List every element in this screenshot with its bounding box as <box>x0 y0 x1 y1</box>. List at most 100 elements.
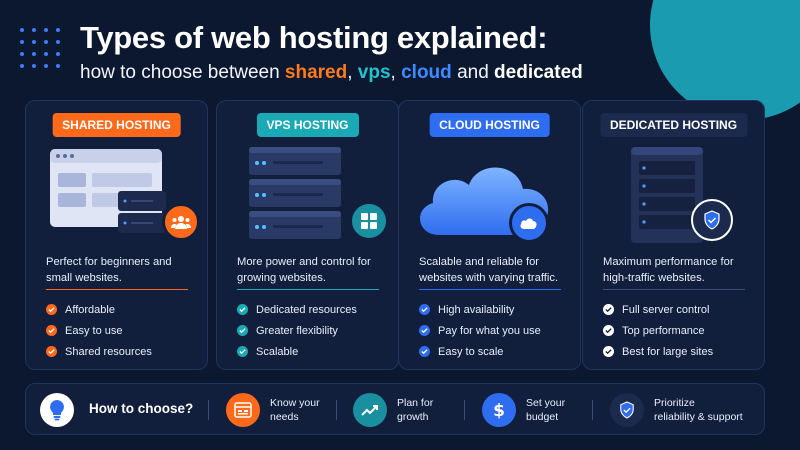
feature-item: Full server control <box>603 299 713 320</box>
step-label-line1: Plan for <box>397 397 434 409</box>
card-vps-hosting: VPS HOSTING <box>216 100 399 370</box>
feature-list: Dedicated resources Greater flexibility … <box>237 299 357 362</box>
card-divider <box>419 289 561 290</box>
check-icon <box>419 346 430 357</box>
step-label-line2: needs <box>270 411 299 423</box>
feature-item: Top performance <box>603 320 713 341</box>
vps-hosting-illustration <box>217 143 400 253</box>
step-label: Set your budget <box>526 396 565 424</box>
feature-list: High availability Pay for what you use E… <box>419 299 541 362</box>
badge-vps-hosting: VPS HOSTING <box>256 113 359 137</box>
step-prioritize-reliability: Prioritize reliability & support <box>610 393 743 427</box>
step-set-budget: $ Set your budget <box>482 393 565 427</box>
feature-list: Affordable Easy to use Shared resources <box>46 299 152 362</box>
step-plan-growth: Plan for growth <box>353 393 433 427</box>
feature-label: High availability <box>438 303 515 316</box>
feature-label: Greater flexibility <box>256 324 338 337</box>
feature-label: Best for large sites <box>622 345 714 358</box>
feature-list: Full server control Top performance Best… <box>603 299 713 362</box>
hosting-cards: SHARED HOSTING Perfect for beginners and… <box>25 100 765 370</box>
check-icon <box>46 325 57 336</box>
how-to-choose-heading: How to choose? <box>89 401 194 416</box>
check-icon <box>237 346 248 357</box>
dedicated-hosting-illustration <box>583 143 766 253</box>
grid-icon <box>349 201 389 241</box>
feature-item: Best for large sites <box>603 341 713 362</box>
step-know-needs: Know your needs <box>226 393 320 427</box>
feature-label: Easy to scale <box>438 345 504 358</box>
feature-label: Pay for what you use <box>438 324 541 337</box>
divider <box>464 400 465 420</box>
page-title: Types of web hosting explained: <box>80 20 548 55</box>
feature-item: Scalable <box>237 341 357 362</box>
subtitle-separator: , <box>347 62 353 83</box>
step-label-line1: Set your <box>526 397 566 409</box>
check-icon <box>603 304 614 315</box>
feature-item: Greater flexibility <box>237 320 357 341</box>
check-icon <box>419 304 430 315</box>
check-icon <box>46 346 57 357</box>
card-description: Perfect for beginners and small websites… <box>46 256 172 284</box>
step-label-line1: Know your <box>270 397 320 409</box>
feature-item: Easy to use <box>46 320 152 341</box>
card-description: Maximum performance for high-traffic web… <box>603 256 734 284</box>
card-divider <box>603 289 745 290</box>
feature-label: Dedicated resources <box>256 303 357 316</box>
card-dedicated-hosting: DEDICATED HOSTING Maximum performance fo… <box>582 100 765 370</box>
card-shared-hosting: SHARED HOSTING Perfect for beginners and… <box>25 100 208 370</box>
lightbulb-icon <box>40 393 74 427</box>
cloud-icon <box>509 203 549 243</box>
divider <box>336 400 337 420</box>
badge-shared-hosting: SHARED HOSTING <box>52 113 181 137</box>
badge-dedicated-hosting: DEDICATED HOSTING <box>599 113 748 137</box>
feature-label: Affordable <box>65 303 115 316</box>
check-icon <box>419 325 430 336</box>
feature-item: Easy to scale <box>419 341 541 362</box>
feature-label: Full server control <box>622 303 710 316</box>
feature-label: Top performance <box>622 324 705 337</box>
subtitle-shared: shared <box>284 62 348 83</box>
subtitle-vps: vps <box>357 62 391 83</box>
step-label: Plan for growth <box>397 396 433 424</box>
card-description: More power and control for growing websi… <box>237 256 371 284</box>
step-label: Know your needs <box>270 396 320 424</box>
feature-item: Affordable <box>46 299 152 320</box>
badge-cloud-hosting: CLOUD HOSTING <box>429 113 550 137</box>
step-label-line1: Prioritize <box>654 397 695 409</box>
step-label-line2: reliability & support <box>654 411 743 423</box>
card-cloud-hosting: CLOUD HOSTING Scalable and reliable for … <box>398 100 581 370</box>
feature-item: Dedicated resources <box>237 299 357 320</box>
subtitle-separator: , <box>390 62 396 83</box>
shield-icon <box>691 199 733 241</box>
feature-label: Shared resources <box>65 345 152 358</box>
step-label-line2: growth <box>397 411 429 423</box>
shield-icon <box>610 393 644 427</box>
page-subtitle: how to choose between shared, vps, cloud… <box>80 62 583 84</box>
feature-item: High availability <box>419 299 541 320</box>
subtitle-prefix: how to choose between <box>80 62 280 83</box>
decorative-dot-grid <box>20 28 60 68</box>
check-icon <box>46 304 57 315</box>
subtitle-dedicated: dedicated <box>494 62 583 83</box>
how-to-choose-bar: How to choose? Know your needs Plan for gr… <box>25 383 765 435</box>
check-icon <box>603 325 614 336</box>
step-label: Prioritize reliability & support <box>654 396 743 424</box>
cloud-hosting-illustration <box>399 143 582 253</box>
step-label-line2: budget <box>526 411 559 423</box>
card-divider <box>237 289 379 290</box>
check-icon <box>237 304 248 315</box>
feature-item: Pay for what you use <box>419 320 541 341</box>
card-description: Scalable and reliable for websites with … <box>419 256 559 284</box>
browser-icon <box>226 393 260 427</box>
feature-label: Scalable <box>256 345 299 358</box>
subtitle-cloud: cloud <box>401 62 452 83</box>
users-icon <box>162 203 200 241</box>
trend-chart-icon <box>353 393 387 427</box>
shared-hosting-illustration <box>26 143 209 253</box>
divider <box>592 400 593 420</box>
divider <box>208 400 209 420</box>
feature-label: Easy to use <box>65 324 123 337</box>
svg-text:$: $ <box>493 401 505 420</box>
check-icon <box>603 346 614 357</box>
dollar-icon: $ <box>482 393 516 427</box>
